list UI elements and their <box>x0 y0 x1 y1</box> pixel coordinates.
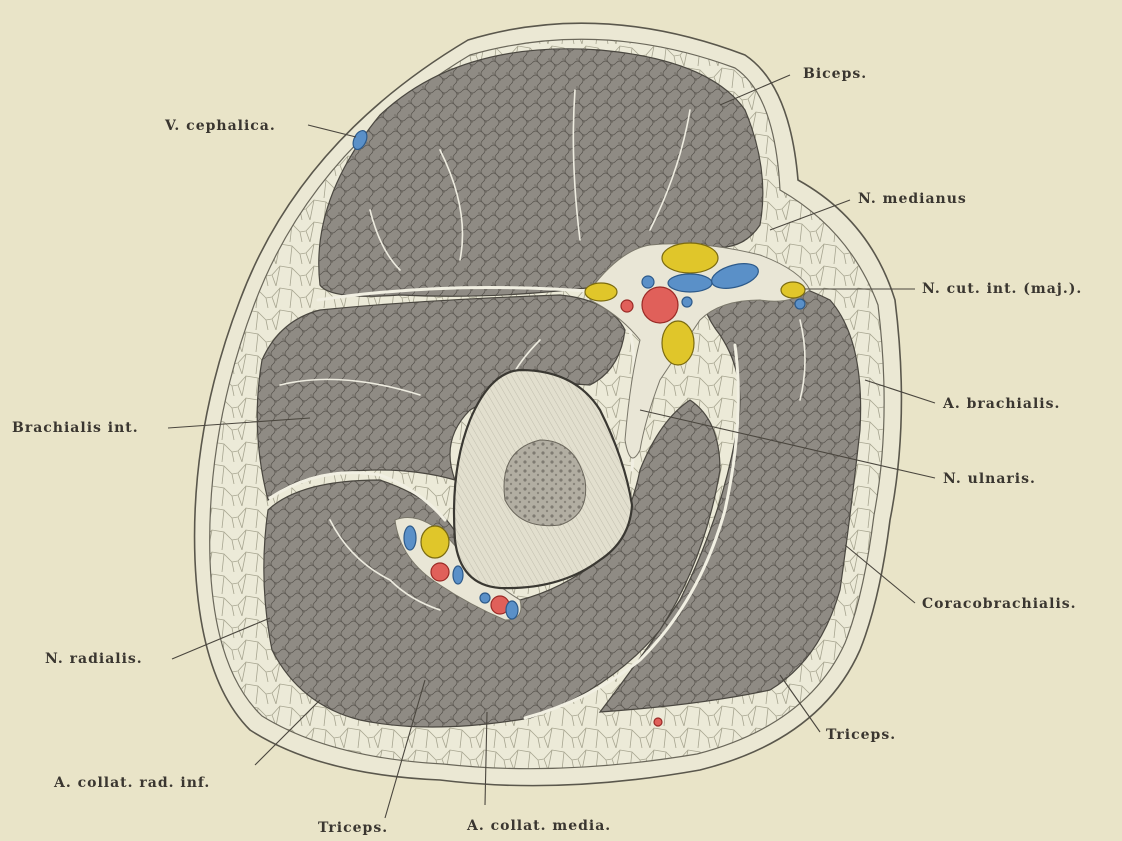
small-vein-1 <box>642 276 654 288</box>
small-vein-3 <box>795 299 805 309</box>
n-cut-int-nerve <box>781 282 805 298</box>
posterior-skin-artery <box>654 718 662 726</box>
label-brachialis-int: Brachialis int. <box>12 420 139 436</box>
label-n-cut-int: N. cut. int. (maj.). <box>922 281 1082 297</box>
radial-vein-3 <box>480 593 490 603</box>
small-artery <box>621 300 633 312</box>
n-medianus-nerve <box>662 243 718 273</box>
label-coracobrachialis: Coracobrachialis. <box>922 596 1077 612</box>
n-ulnaris-nerve <box>662 321 694 365</box>
label-n-radialis: N. radialis. <box>45 651 143 667</box>
label-a-collat-rad-inf: A. collat. rad. inf. <box>53 775 210 791</box>
a-brachialis-vessel <box>642 287 678 323</box>
label-triceps-right: Triceps. <box>826 727 896 743</box>
label-triceps-bottom: Triceps. <box>318 820 388 836</box>
a-collat-rad-vessel <box>431 563 449 581</box>
vein-pair-1 <box>668 274 712 292</box>
small-vein-2 <box>682 297 692 307</box>
radial-vein-4 <box>506 601 518 619</box>
label-n-medianus: N. medianus <box>858 191 967 207</box>
radial-vein-1 <box>404 526 416 550</box>
label-a-collat-media: A. collat. media. <box>466 818 611 834</box>
radial-vein-2 <box>453 566 463 584</box>
nerve-small-left <box>585 283 617 301</box>
label-v-cephalica: V. cephalica. <box>164 118 276 134</box>
n-radialis-nerve <box>421 526 449 558</box>
label-biceps: Biceps. <box>803 66 867 82</box>
label-n-ulnaris: N. ulnaris. <box>943 471 1036 487</box>
label-a-brachialis: A. brachialis. <box>942 396 1060 412</box>
